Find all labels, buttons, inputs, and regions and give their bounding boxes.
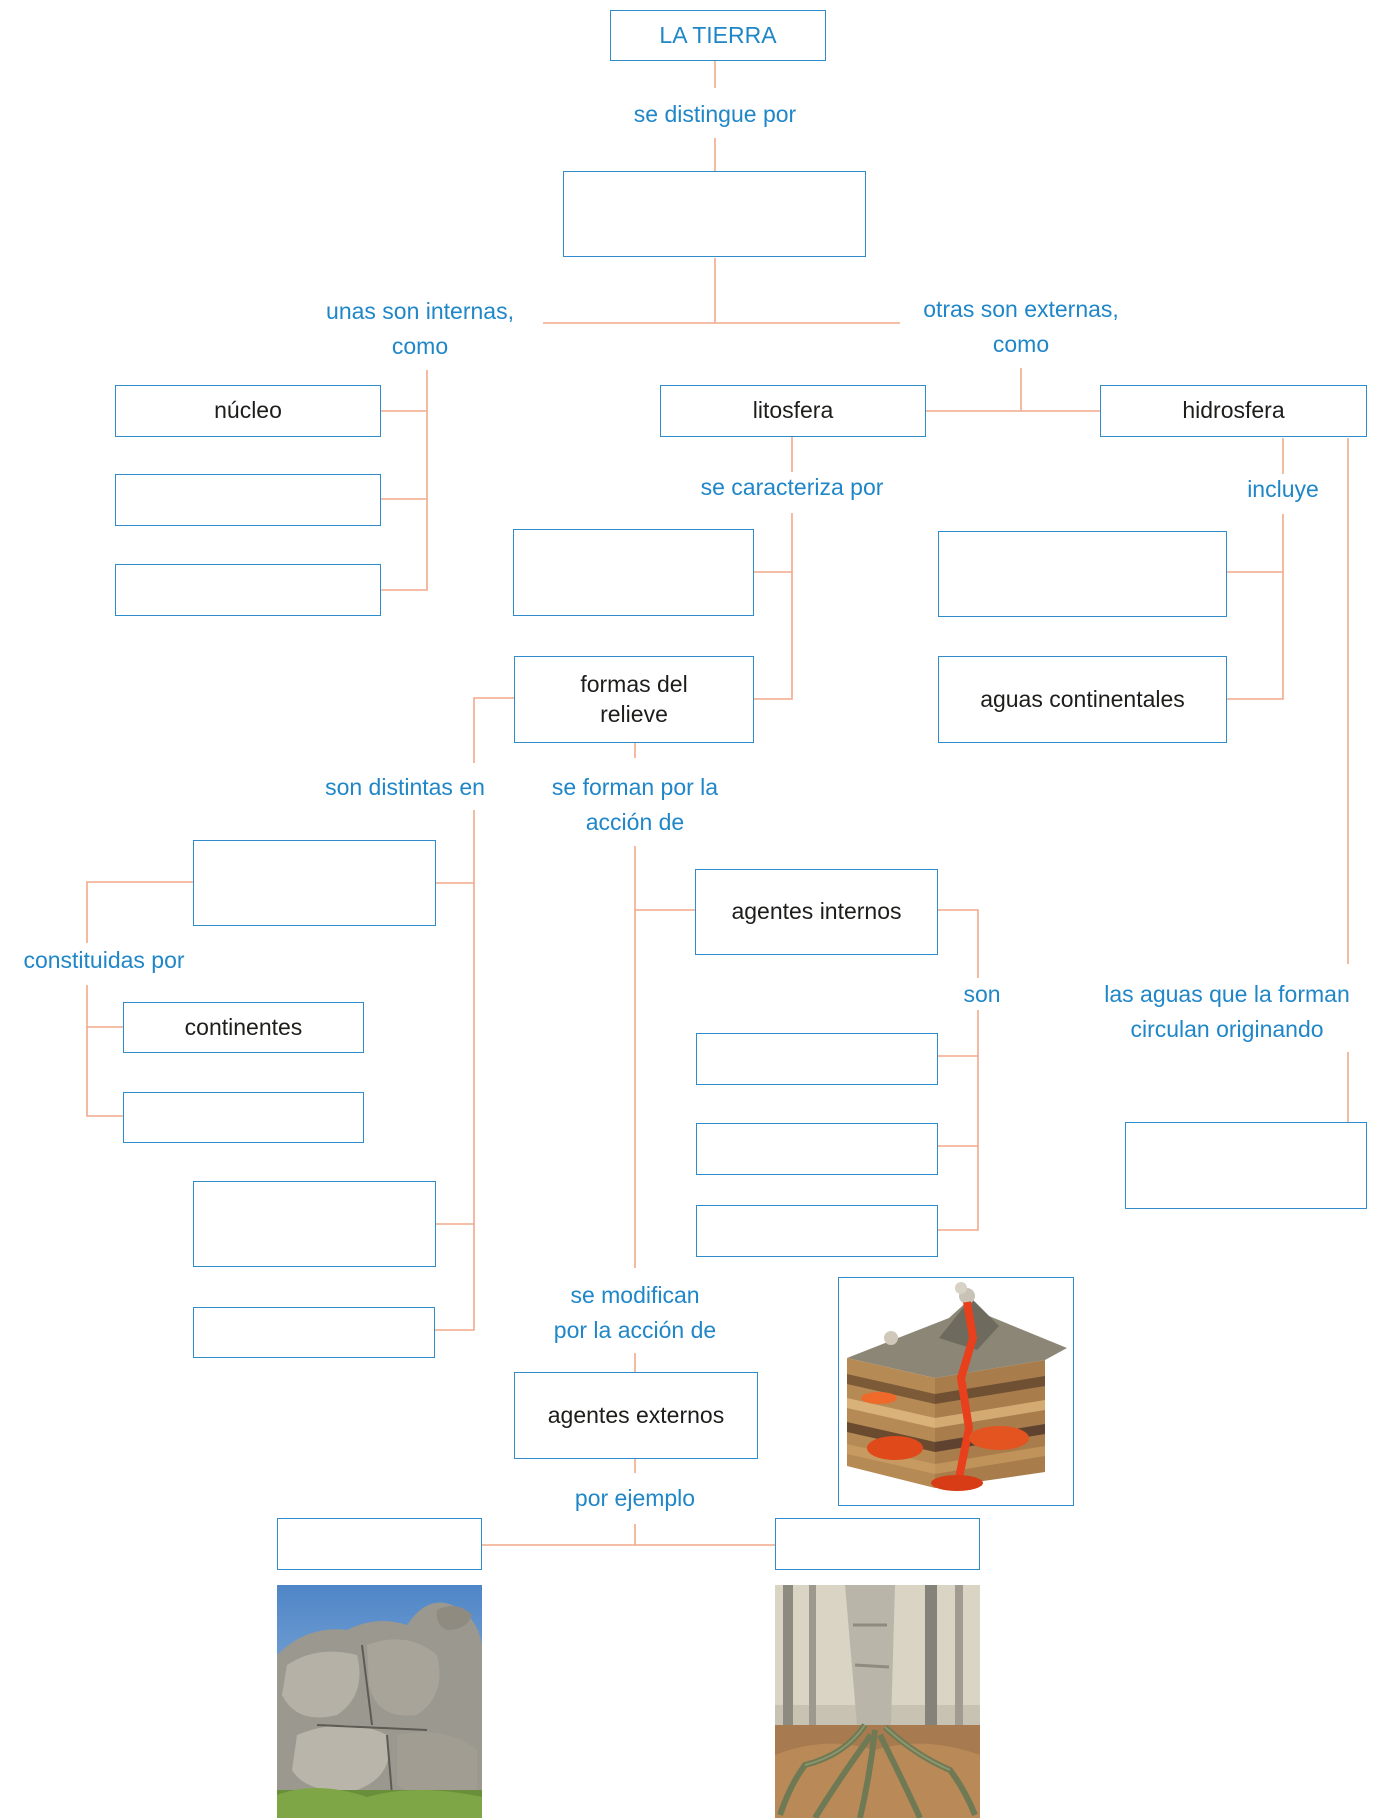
external-agent-example-box-1[interactable]: [277, 1518, 482, 1570]
label-se-modifican: se modifican: [570, 1282, 700, 1308]
hidrosfera-component-box[interactable]: [938, 531, 1227, 617]
agentes-internos-text: agentes internos: [731, 898, 902, 925]
title-box: LA TIERRA: [610, 10, 826, 61]
label-se-distingue-por: se distingue por: [633, 101, 797, 127]
agentes-externos-box: agentes externos: [514, 1372, 758, 1459]
aguas-continentales-box: aguas continentales: [938, 656, 1227, 743]
label-unas-son-internas: unas son internas,: [326, 298, 514, 324]
water-circulation-box[interactable]: [1125, 1122, 1367, 1209]
agentes-internos-box: agentes internos: [695, 869, 938, 955]
tree-roots-photo: [775, 1585, 980, 1818]
label-son: son: [963, 981, 1001, 1007]
relief-difference-box-3[interactable]: [193, 1307, 435, 1358]
litosfera-box: litosfera: [660, 385, 926, 437]
aguas-continentales-text: aguas continentales: [980, 685, 1185, 712]
label-unas-son-internas-como: como: [391, 333, 449, 359]
label-otras-son-externas-como: como: [992, 331, 1050, 357]
litosfera-characteristic-box[interactable]: [513, 529, 754, 616]
internal-agent-box-1[interactable]: [696, 1033, 938, 1085]
constituent-box-2[interactable]: [123, 1092, 364, 1143]
label-otras-son-externas: otras son externas,: [923, 296, 1119, 322]
hidrosfera-text: hidrosfera: [1182, 397, 1285, 424]
label-se-forman: se forman por la: [551, 774, 719, 800]
internal-agent-box-2[interactable]: [696, 1123, 938, 1175]
volcano-illustration: [838, 1277, 1074, 1506]
granite-rocks-photo: [277, 1585, 482, 1818]
internal-layer-box-3[interactable]: [115, 564, 381, 616]
label-incluye: incluye: [1247, 476, 1319, 502]
nucleo-text: núcleo: [214, 397, 282, 424]
nucleo-box: núcleo: [115, 385, 381, 437]
roots-icon: [775, 1585, 980, 1818]
hidrosfera-box: hidrosfera: [1100, 385, 1367, 437]
agentes-externos-text: agentes externos: [547, 1401, 725, 1428]
rocks-icon: [277, 1585, 482, 1818]
litosfera-text: litosfera: [752, 397, 834, 424]
internal-agent-box-3[interactable]: [696, 1205, 938, 1257]
title-text: LA TIERRA: [659, 21, 777, 48]
label-se-forman-accion-de: acción de: [585, 809, 685, 835]
label-las-aguas-que-la-forman: las aguas que la forman: [1104, 981, 1350, 1007]
internal-layer-box-2[interactable]: [115, 474, 381, 526]
distinguishing-feature-box[interactable]: [563, 171, 866, 257]
label-por-ejemplo: por ejemplo: [574, 1485, 696, 1511]
label-se-caracteriza-por: se caracteriza por: [700, 474, 884, 500]
label-constituidas-por: constituidas por: [23, 947, 185, 973]
continentes-text: continentes: [184, 1013, 303, 1040]
continentes-box: continentes: [123, 1002, 364, 1053]
relief-difference-box-2[interactable]: [193, 1181, 436, 1267]
relief-difference-box-1[interactable]: [193, 840, 436, 926]
volcano-icon: [839, 1278, 1073, 1505]
label-circulan-originando: circulan originando: [1130, 1016, 1324, 1042]
label-por-la-accion-de: por la acción de: [553, 1317, 717, 1343]
external-agent-example-box-2[interactable]: [775, 1518, 980, 1570]
label-son-distintas-en: son distintas en: [325, 774, 485, 800]
